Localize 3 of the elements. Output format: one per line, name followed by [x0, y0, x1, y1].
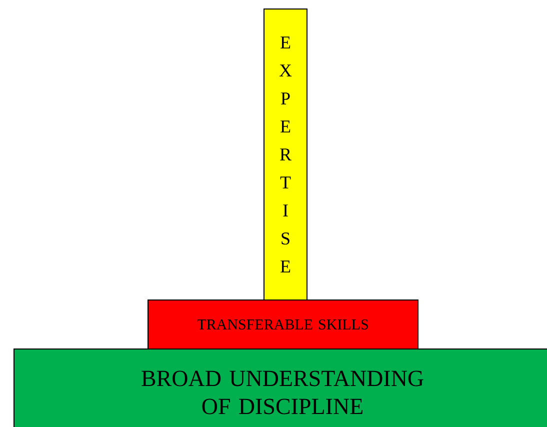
skills-box: TRANSFERABLE SKILLS	[148, 299, 418, 350]
pillar-box: EXPERTISE	[264, 8, 308, 300]
base-box: BROAD UNDERSTANDING OF DISCIPLINE	[14, 348, 547, 427]
